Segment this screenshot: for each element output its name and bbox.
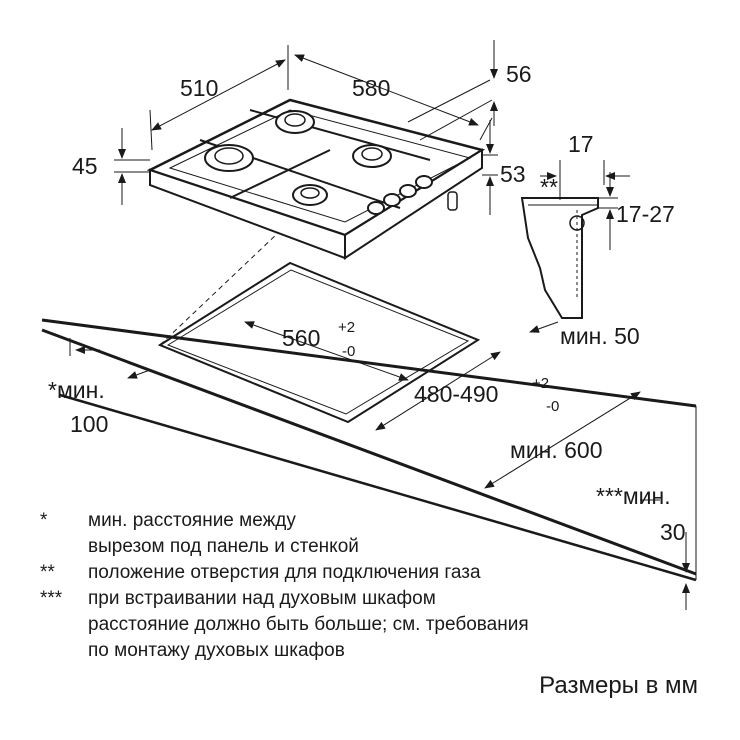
footnote-3: *** при встраивании над духовым шкафом р…	[40, 586, 720, 664]
worktop-cutout	[157, 213, 481, 424]
footnote-mark: **	[40, 562, 55, 583]
footnote-mark: ***	[40, 588, 63, 609]
hob-unit	[146, 98, 486, 260]
footnote-2: ** положение отверстия для подключения г…	[40, 560, 720, 586]
footnote-text: положение отверстия для подключения газа	[88, 562, 481, 583]
footnote-text: мин. расстояние между вырезом под панель…	[88, 510, 359, 557]
dim-min-30-value: 30	[660, 519, 686, 545]
tol-plus-480: +2	[532, 375, 549, 392]
dim-min-100-label: *мин.	[48, 377, 105, 403]
dimension-lines	[69, 40, 690, 610]
tol-minus-560: -0	[342, 343, 355, 360]
tol-minus-480: -0	[546, 398, 559, 415]
gas-hole-mark: **	[540, 174, 558, 200]
burner-front-left	[204, 144, 254, 172]
dim-17: 17	[568, 131, 594, 157]
dim-17-27: 17-27	[616, 201, 675, 227]
dim-min-30-label: ***мин.	[596, 483, 671, 509]
tol-plus-560: +2	[338, 319, 355, 336]
dim-min-100-value: 100	[70, 411, 108, 437]
dim-min-600: мин. 600	[510, 437, 603, 463]
control-knobs	[367, 175, 458, 215]
footnote-mark: *	[40, 510, 48, 531]
burner-rear-right	[352, 144, 392, 168]
gas-connection-profile	[520, 197, 618, 319]
dim-min-50: мин. 50	[560, 323, 640, 349]
dim-560: 560	[282, 325, 320, 351]
footnote-1: * мин. расстояние между вырезом под пане…	[40, 508, 720, 560]
burner-front-right	[292, 184, 328, 206]
dim-480-490: 480-490	[414, 381, 498, 407]
units-caption: Размеры в мм	[539, 672, 698, 699]
dim-510: 510	[180, 75, 218, 101]
footnotes: * мин. расстояние между вырезом под пане…	[40, 508, 720, 664]
dim-56: 56	[506, 61, 532, 87]
dim-45: 45	[72, 153, 98, 179]
dim-580: 580	[352, 75, 390, 101]
footnote-text: при встраивании над духовым шкафом расст…	[88, 588, 529, 661]
burner-rear-left	[275, 110, 315, 134]
dim-53: 53	[500, 161, 526, 187]
